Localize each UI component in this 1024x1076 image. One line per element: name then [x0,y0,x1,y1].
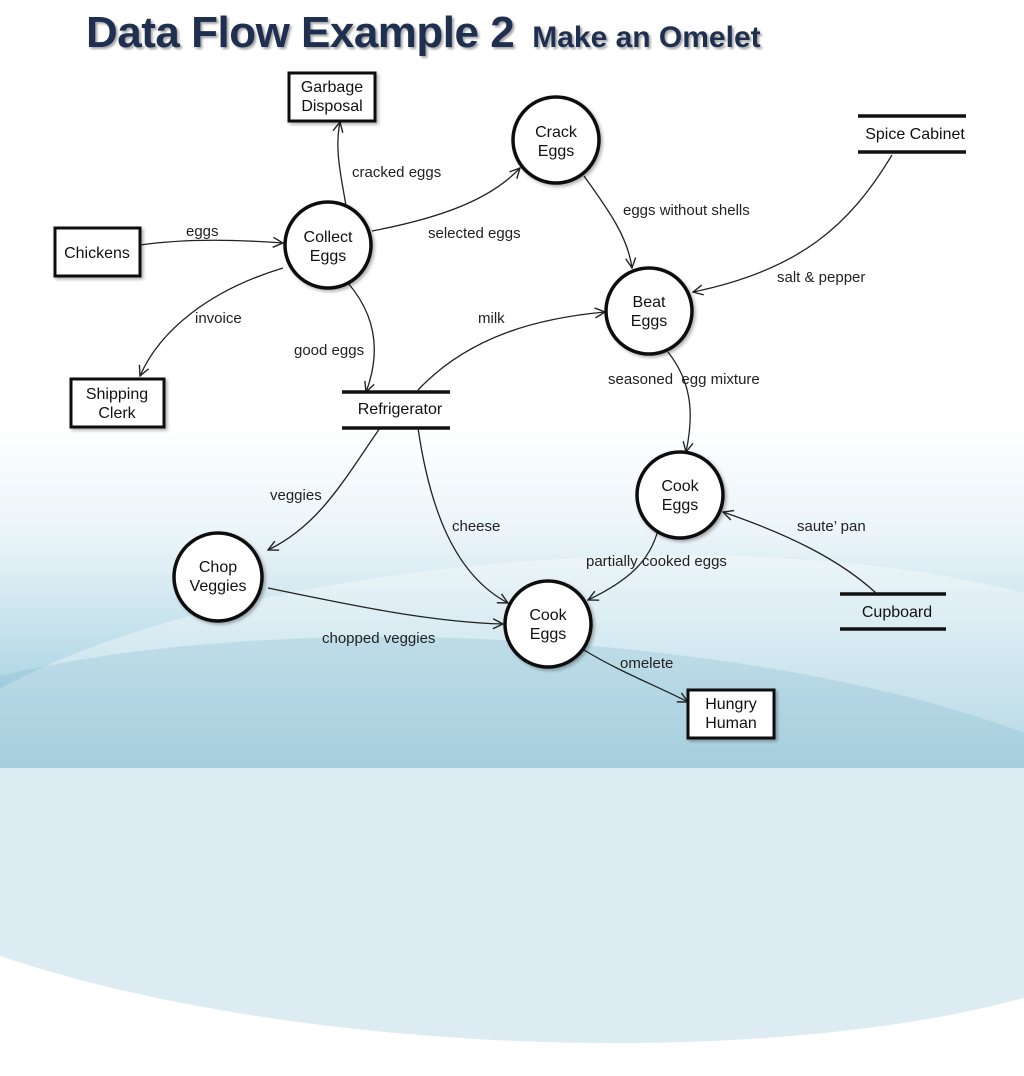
flow-selected-eggs [371,168,520,232]
flow-label-veggies: veggies [270,487,322,504]
entity-shipping-clerk: Shipping Clerk [69,377,166,429]
entity-chickens: Chickens [53,226,142,278]
flow-label-salt-pepper: salt & pepper [777,269,865,286]
flow-salt-pepper [693,154,893,292]
process-label: Veggies [190,578,247,595]
process-cook-eggs-1: Cook Eggs [635,450,725,540]
process-label: Collect [304,229,353,246]
flow-seasoned [667,351,690,452]
process-chop-veggies: Chop Veggies [172,531,264,623]
flow-label-eggs-without-shells: eggs without shells [623,202,750,219]
process-label: Eggs [662,497,698,514]
flow-good-eggs [347,282,375,392]
entity-label: Human [705,715,757,732]
flow-eggs-without-shells [583,175,632,268]
flow-milk [417,312,605,391]
process-label: Eggs [631,313,667,330]
flow-label-invoice: invoice [195,310,242,327]
title-sub: Make an Omelet [532,21,761,54]
process-label: Beat [633,294,666,311]
flow-label-seasoned: seasoned egg mixture [608,371,760,388]
process-beat-eggs: Beat Eggs [604,266,694,356]
title-main: Data Flow Example 2 [86,8,515,57]
entity-hungry-human: Hungry Human [686,688,776,740]
flow-partially [588,529,659,600]
flow-label-cheese: cheese [452,518,500,535]
entity-label: Shipping [86,386,148,403]
flow-label-good-eggs: good eggs [294,342,364,359]
entity-label: Clerk [98,405,136,422]
entity-label: Disposal [301,98,362,115]
flow-label-omelete: omelete [620,655,673,672]
flow-label-milk: milk [478,310,505,327]
flow-cracked-eggs [338,122,347,207]
data-flow-diagram: cracked eggs eggs selected eggs eggs wit… [53,71,966,740]
flow-label-chopped: chopped veggies [322,630,435,647]
flow-veggies [268,427,381,550]
entity-label: Chickens [64,245,130,262]
flow-invoice [140,267,284,376]
flow-eggs [139,240,283,245]
process-label: Eggs [310,248,346,265]
flow-label-eggs: eggs [186,223,219,240]
process-label: Crack [535,124,578,141]
store-label: Refrigerator [358,401,443,418]
process-collect-eggs: Collect Eggs [283,200,373,290]
flow-saute-pan [723,512,877,594]
entity-label: Garbage [301,79,363,96]
process-label: Chop [199,559,237,576]
flow-label-selected-eggs: selected eggs [428,225,521,242]
store-cupboard: Cupboard [840,592,946,631]
process-cook-eggs-2: Cook Eggs [503,579,593,669]
store-label: Spice Cabinet [865,126,965,143]
store-refrigerator: Refrigerator [342,390,450,430]
flow-cheese [417,427,508,603]
process-label: Eggs [538,143,574,160]
process-label: Cook [529,607,567,624]
flow-omelete [583,649,688,702]
entity-garbage-disposal: Garbage Disposal [287,71,377,123]
flow-label-partially: partially cooked eggs [586,553,727,570]
entity-label: Hungry [705,696,757,713]
slide-title: Data Flow Example 2 Make an Omelet [86,8,761,58]
process-label: Cook [661,478,699,495]
process-label: Eggs [530,626,566,643]
flow-label-cracked-eggs: cracked eggs [352,164,441,181]
store-label: Cupboard [862,604,932,621]
flow-chopped [267,587,503,624]
store-spice-cabinet: Spice Cabinet [858,114,966,154]
flow-label-saute-pan: saute’ pan [797,518,866,535]
process-crack-eggs: Crack Eggs [511,95,601,185]
